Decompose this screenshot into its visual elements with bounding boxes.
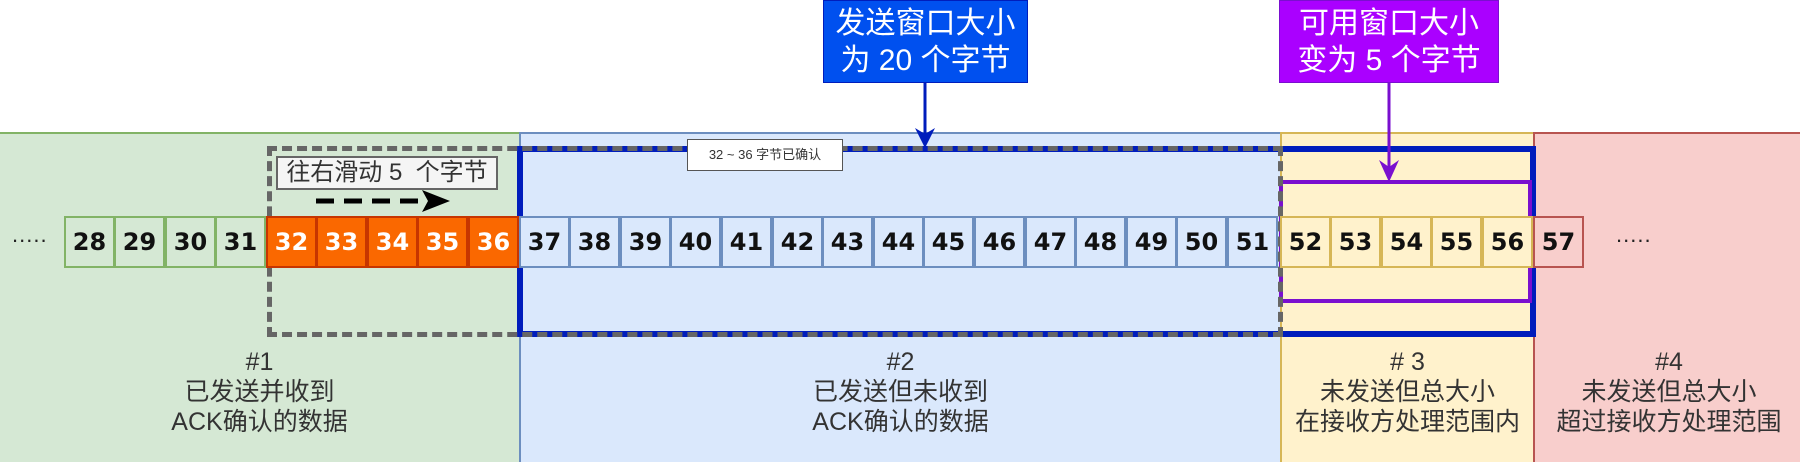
section-4-line1: 未发送但总大小: [1581, 378, 1757, 406]
byte-cell-45: 45: [923, 216, 974, 268]
acked-label: 32 ~ 36 字节已确认: [687, 139, 843, 171]
byte-cell-29: 29: [114, 216, 165, 268]
byte-cell-41: 41: [721, 216, 772, 268]
byte-cell-56: 56: [1482, 216, 1533, 268]
section-1-line2: ACK确认的数据: [171, 408, 348, 436]
byte-cell-31: 31: [215, 216, 266, 268]
byte-cell-53: 53: [1330, 216, 1381, 268]
section-3-label: # 3 未发送但总大小 在接收方处理范围内: [1282, 347, 1533, 437]
send-window-pointer-icon: [915, 82, 935, 148]
byte-cell-42: 42: [772, 216, 823, 268]
byte-cell-55: 55: [1431, 216, 1482, 268]
section-4-line2: 超过接收方处理范围: [1556, 408, 1782, 436]
send-window-callout: 发送窗口大小 为 20 个字节: [823, 0, 1028, 83]
section-3-usable: # 3 未发送但总大小 在接收方处理范围内: [1280, 132, 1535, 462]
send-window-callout-line1: 发送窗口大小: [835, 7, 1016, 40]
byte-cell-32: 32: [266, 216, 317, 268]
left-ellipsis: .....: [12, 222, 48, 247]
byte-cell-57: 57: [1533, 216, 1584, 268]
byte-cell-43: 43: [822, 216, 873, 268]
byte-cell-47: 47: [1025, 216, 1076, 268]
byte-cell-44: 44: [873, 216, 924, 268]
byte-cell-54: 54: [1381, 216, 1432, 268]
byte-cell-34: 34: [367, 216, 418, 268]
usable-window-callout-line2: 变为 5 个字节: [1297, 44, 1481, 77]
section-4-label: #4 未发送但总大小 超过接收方处理范围: [1535, 347, 1800, 437]
byte-cell-36: 36: [468, 216, 519, 268]
section-1-line1: 已发送并收到: [184, 378, 335, 406]
byte-cell-50: 50: [1176, 216, 1227, 268]
section-2-sent-unacked: #2 已发送但未收到 ACK确认的数据: [519, 132, 1282, 462]
byte-cell-40: 40: [670, 216, 721, 268]
byte-cell-33: 33: [316, 216, 367, 268]
byte-cell-30: 30: [165, 216, 216, 268]
section-1-label: #1 已发送并收到 ACK确认的数据: [0, 347, 519, 437]
usable-window-callout-line1: 可用窗口大小: [1299, 7, 1479, 40]
slide-label: 往右滑动 5 个字节: [276, 156, 498, 190]
section-3-line2: 在接收方处理范围内: [1294, 408, 1520, 436]
byte-cell-38: 38: [569, 216, 620, 268]
byte-cell-39: 39: [620, 216, 671, 268]
section-3-line1: 未发送但总大小: [1319, 378, 1495, 406]
section-4-id: #4: [1655, 348, 1683, 376]
byte-cell-46: 46: [974, 216, 1025, 268]
byte-cell-35: 35: [417, 216, 468, 268]
byte-cell-52: 52: [1280, 216, 1331, 268]
section-1-id: #1: [245, 348, 274, 376]
section-2-line2: ACK确认的数据: [812, 408, 989, 436]
usable-window-pointer-icon: [1379, 82, 1399, 182]
slide-arrow-icon: [316, 190, 450, 212]
section-3-id: # 3: [1390, 348, 1425, 376]
byte-cell-28: 28: [64, 216, 115, 268]
right-ellipsis: .....: [1616, 222, 1652, 247]
byte-cell-51: 51: [1227, 216, 1278, 268]
send-window-callout-line2: 为 20 个字节: [840, 44, 1011, 77]
section-2-line1: 已发送但未收到: [812, 378, 988, 406]
section-4-unusable: #4 未发送但总大小 超过接收方处理范围: [1533, 132, 1800, 462]
section-2-label: #2 已发送但未收到 ACK确认的数据: [521, 347, 1280, 437]
byte-cell-37: 37: [519, 216, 570, 268]
byte-cell-48: 48: [1075, 216, 1126, 268]
usable-window-callout: 可用窗口大小 变为 5 个字节: [1279, 0, 1499, 83]
byte-cell-49: 49: [1126, 216, 1177, 268]
section-2-id: #2: [886, 348, 915, 376]
